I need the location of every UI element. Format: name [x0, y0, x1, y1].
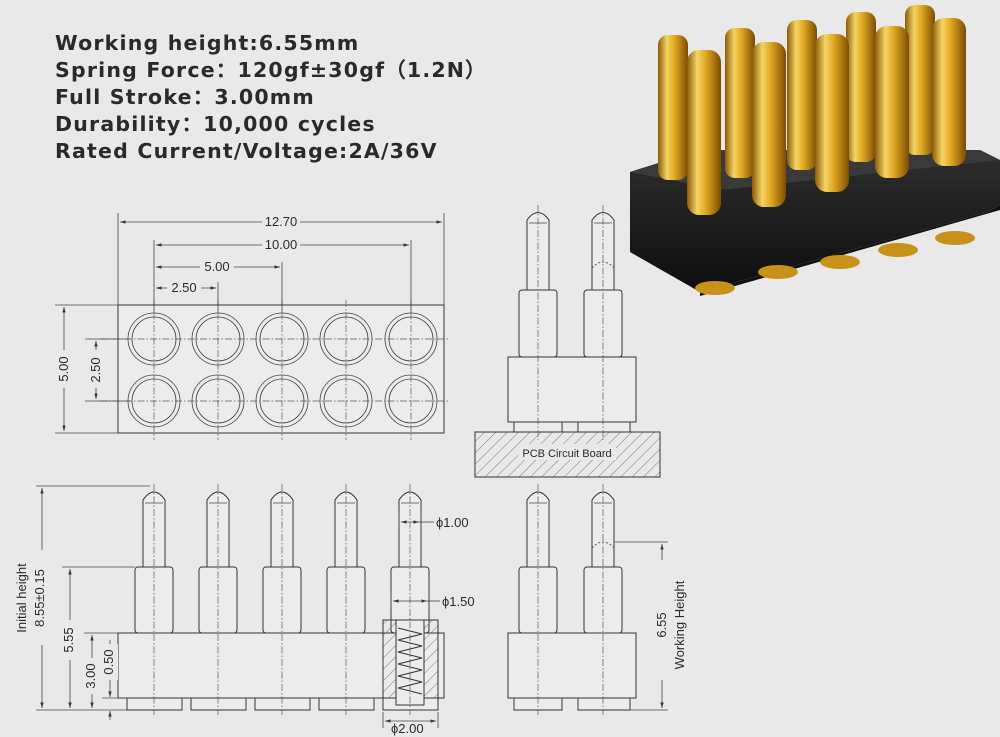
- front-view: Initial height 8.55±0.15 5.55 3.00 0.50 …: [12, 484, 475, 736]
- dim-body-total: 3.00: [83, 663, 98, 688]
- spec-rated-current: Rated Current/Voltage:2A/36V: [55, 139, 438, 163]
- dim-body-height: 5.00: [56, 356, 71, 381]
- dim-plunger-base: 5.55: [61, 627, 76, 652]
- compressed-view: 6.55 Working Height: [507, 484, 690, 715]
- dim-initial-height: 8.55±0.15: [32, 569, 47, 627]
- label-working-height: Working Height: [672, 580, 687, 669]
- top-view: 12.70 10.00 5.00 2.50 5.00 2.50: [55, 213, 450, 440]
- front-view-tails: [126, 697, 439, 711]
- photo-pins-back-row: [658, 5, 935, 180]
- dim-working-height: 6.55: [654, 612, 669, 637]
- side-view-on-pcb: PCB Circuit Board: [474, 205, 661, 478]
- spec-durability: Durability：10,000 cycles: [55, 112, 376, 136]
- dim-pitch: 2.50: [171, 280, 196, 295]
- dim-tip-diameter: ϕ1.00: [436, 515, 469, 530]
- spec-spring-force: Spring Force：120gf±30gf（1.2N）: [55, 58, 487, 82]
- spec-list: Working height:6.55mm Spring Force：120gf…: [55, 30, 487, 165]
- dim-row-pitch: 2.50: [88, 357, 103, 382]
- dim-two-pitch: 5.00: [204, 259, 229, 274]
- front-view-plungers: [142, 491, 422, 568]
- photo-pin-tails: [695, 231, 975, 295]
- spec-working-height: Working height:6.55mm: [55, 31, 360, 55]
- spec-full-stroke: Full Stroke：3.00mm: [55, 85, 315, 109]
- section-cut-spring: [382, 619, 439, 706]
- label-initial-height: Initial height: [14, 563, 29, 633]
- dim-barrel-diameter: ϕ1.50: [442, 594, 475, 609]
- connector-photo: [630, 5, 1000, 296]
- side-view-pins: [518, 212, 623, 358]
- top-view-holes: [127, 300, 438, 440]
- dim-outer-pitch: 10.00: [265, 237, 298, 252]
- pcb-label: PCB Circuit Board: [522, 448, 611, 460]
- dim-overall-width: 12.70: [265, 214, 298, 229]
- photo-pins-front-row: [687, 18, 966, 215]
- dim-tail-diameter: ϕ2.00: [391, 721, 424, 736]
- dim-tail: 0.50: [101, 649, 116, 674]
